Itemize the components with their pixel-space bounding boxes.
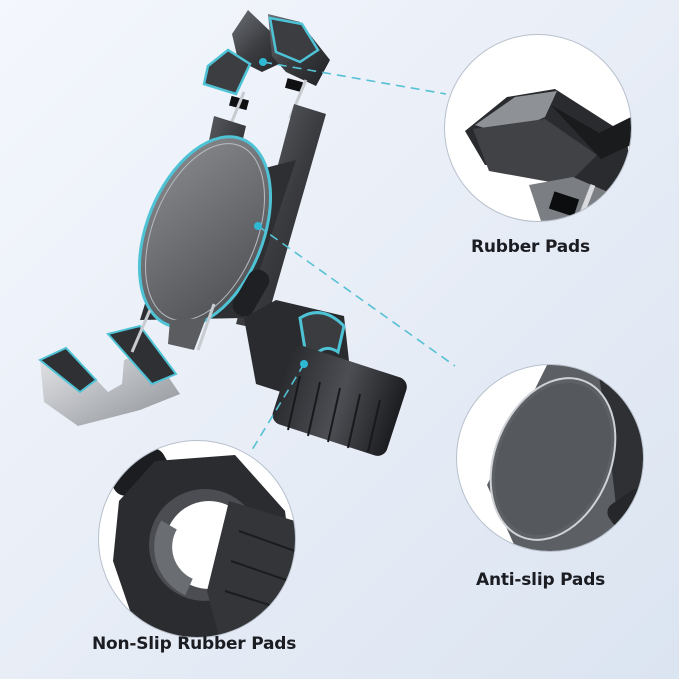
leader-dots xyxy=(254,58,308,368)
leader-lines xyxy=(251,61,456,451)
callout-rubber-pads-zoom xyxy=(444,34,632,222)
callout-anti-slip-pads-zoom xyxy=(456,364,644,552)
anti-slip-pad-closeup-image xyxy=(487,365,643,551)
top-clamp xyxy=(202,10,330,137)
callout-non-slip-rubber-pads-zoom xyxy=(98,440,296,638)
ball-joint xyxy=(232,269,407,456)
handlebar-clamp-closeup-image xyxy=(109,448,295,637)
rubber-pad-closeup-image xyxy=(465,89,631,221)
label-anti-slip-pads: Anti-slip Pads xyxy=(476,570,606,590)
bottom-clamp xyxy=(38,303,216,426)
mount-body xyxy=(137,104,326,330)
label-rubber-pads: Rubber Pads xyxy=(471,237,590,257)
label-non-slip-rubber-pads: Non-Slip Rubber Pads xyxy=(92,634,297,654)
